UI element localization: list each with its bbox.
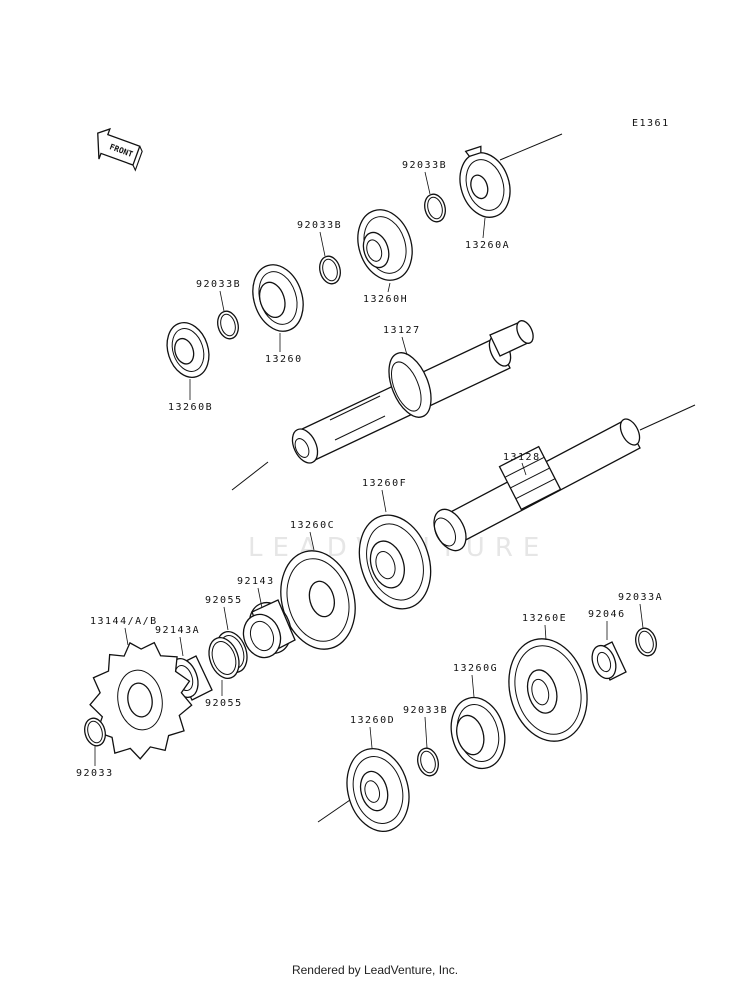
gear-13260C[interactable] bbox=[270, 542, 365, 657]
sprocket-13144[interactable] bbox=[81, 634, 202, 766]
gear-13260F[interactable] bbox=[348, 506, 442, 618]
axis-line-top bbox=[499, 133, 563, 161]
label-13260D: 13260D bbox=[350, 715, 395, 726]
label-13260F: 13260F bbox=[362, 478, 407, 489]
label-92033B-left: 92033B bbox=[196, 279, 241, 290]
gear-13260H[interactable] bbox=[349, 203, 421, 288]
label-92033B-low: 92033B bbox=[403, 705, 448, 716]
gear-13260[interactable] bbox=[245, 258, 312, 338]
label-92033: 92033 bbox=[76, 768, 114, 779]
gear-13260B[interactable] bbox=[160, 317, 215, 383]
label-92055-bottom: 92055 bbox=[205, 698, 243, 709]
label-13260E: 13260E bbox=[522, 613, 567, 624]
front-arrow-icon: FRONT bbox=[97, 127, 143, 172]
bearing-92046[interactable] bbox=[588, 641, 627, 682]
gear-13260D[interactable] bbox=[338, 742, 418, 839]
shaft-13128[interactable] bbox=[428, 416, 644, 556]
gear-13260G[interactable] bbox=[444, 691, 513, 774]
label-13144AB: 13144/A/B bbox=[90, 616, 158, 627]
label-13260G: 13260G bbox=[453, 663, 498, 674]
ref-code: E1361 bbox=[632, 118, 670, 129]
label-92143A: 92143A bbox=[155, 625, 200, 636]
axis-line-right bbox=[639, 404, 696, 431]
circlip-92033B-mid[interactable] bbox=[317, 254, 344, 286]
circlip-92033A[interactable] bbox=[633, 626, 660, 658]
circlip-92033B-low[interactable] bbox=[415, 746, 442, 778]
label-13128: 13128 bbox=[503, 452, 541, 463]
circlip-92033B-top[interactable] bbox=[422, 192, 449, 224]
label-13260B: 13260B bbox=[168, 402, 213, 413]
footer-credit: Rendered by LeadVenture, Inc. bbox=[291, 963, 459, 977]
label-92046: 92046 bbox=[588, 609, 626, 620]
ring-92055-bottom[interactable] bbox=[204, 633, 245, 682]
label-13260H: 13260H bbox=[363, 294, 408, 305]
label-13260A: 13260A bbox=[465, 240, 510, 251]
circlip-92033B-left[interactable] bbox=[215, 309, 242, 341]
gear-13260E[interactable] bbox=[498, 630, 598, 750]
gear-13260A[interactable] bbox=[450, 141, 518, 223]
label-92143: 92143 bbox=[237, 576, 275, 587]
label-92055-top: 92055 bbox=[205, 595, 243, 606]
axis-line-bottom bbox=[317, 799, 351, 823]
axis-line-left bbox=[231, 461, 269, 491]
circlip-92033[interactable] bbox=[82, 716, 109, 748]
shaft-13127[interactable] bbox=[287, 318, 536, 467]
label-13260: 13260 bbox=[265, 354, 303, 365]
label-13260C: 13260C bbox=[290, 520, 335, 531]
label-92033B-top: 92033B bbox=[402, 160, 447, 171]
label-92033A: 92033A bbox=[618, 592, 663, 603]
label-13127: 13127 bbox=[383, 325, 421, 336]
label-92033B-mid: 92033B bbox=[297, 220, 342, 231]
